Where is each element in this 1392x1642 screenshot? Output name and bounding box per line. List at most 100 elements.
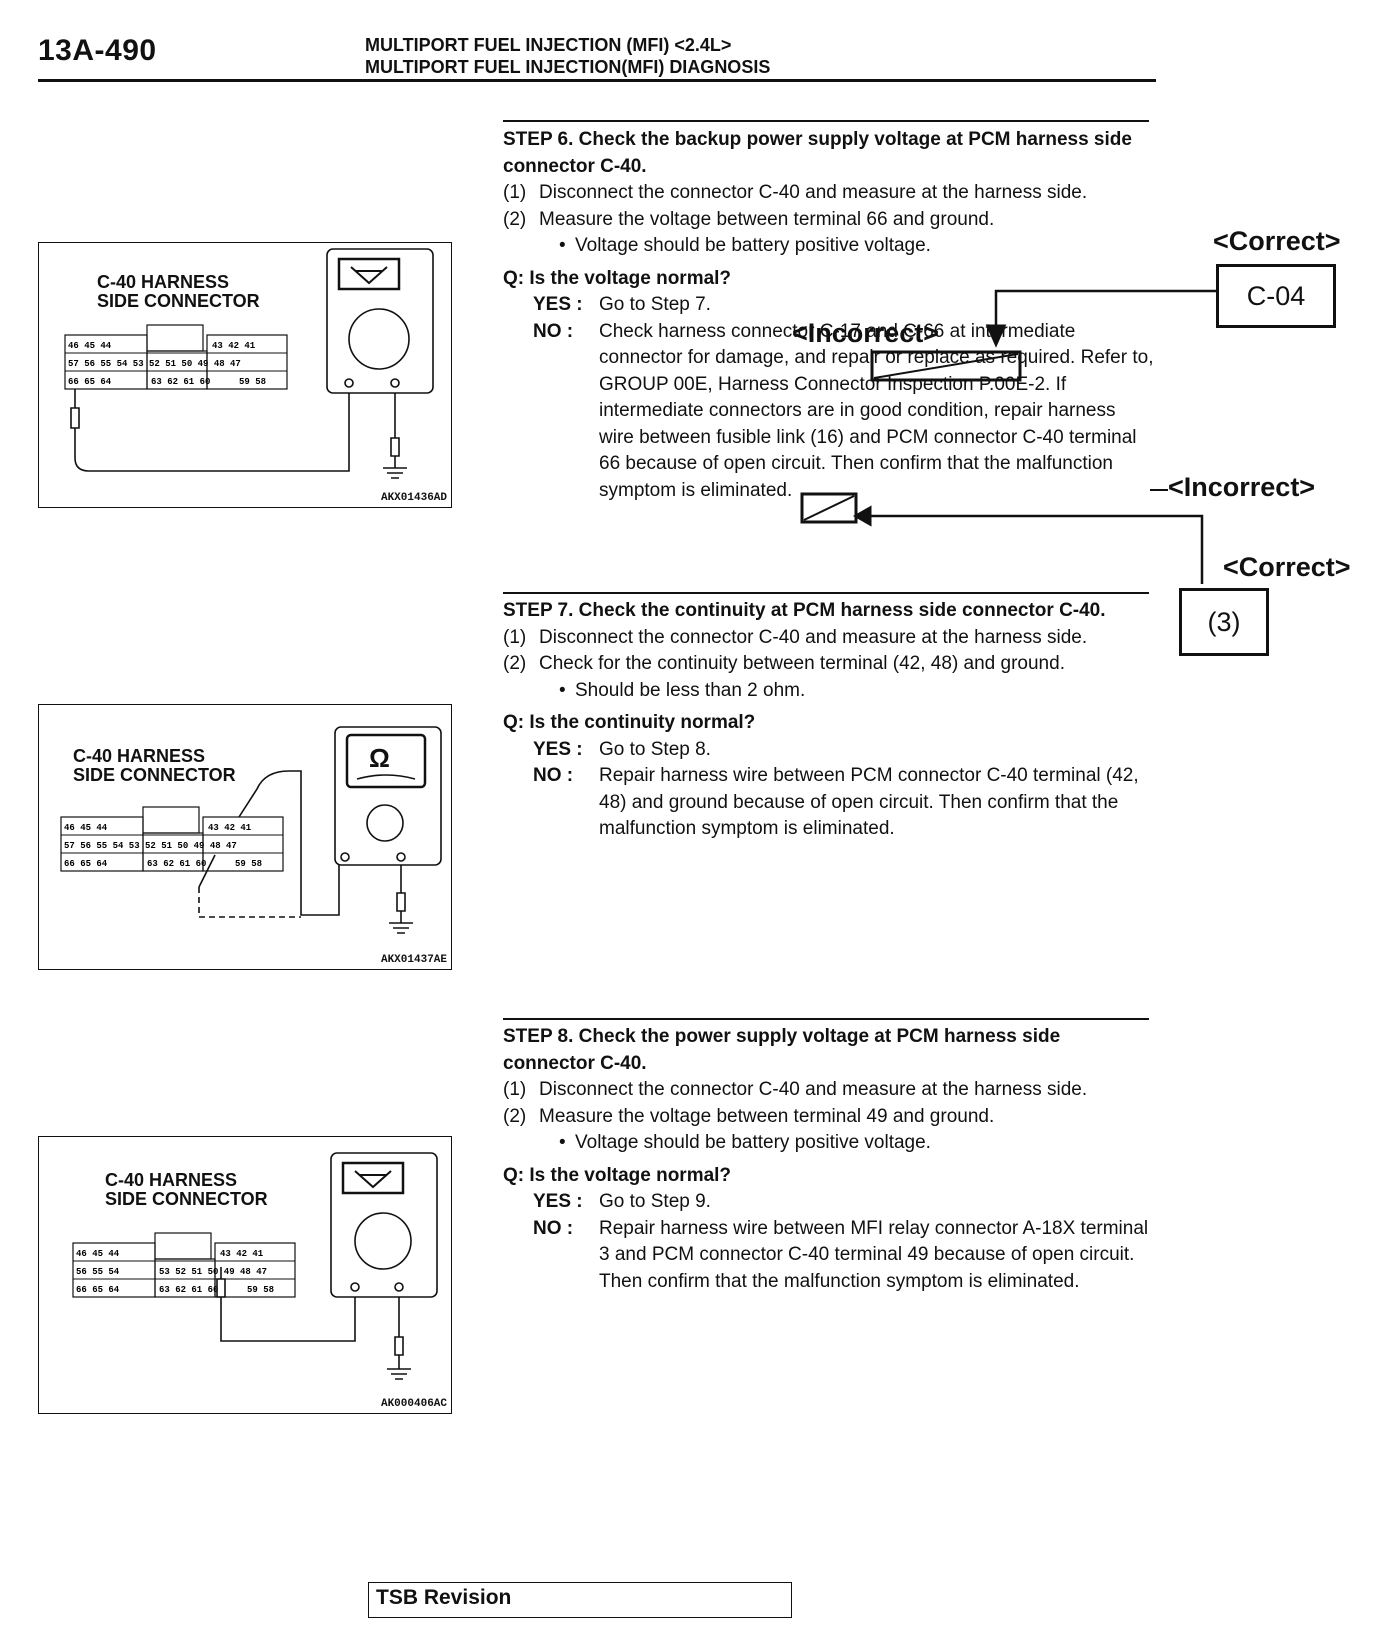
no-text: Check harness connector C-17 and C-66 at… (599, 320, 1154, 501)
figure-caption-line1: C-40 HARNESS (97, 272, 230, 292)
item-number: (2) (503, 653, 527, 674)
svg-text:63 62 61 60: 63 62 61 60 (159, 1285, 218, 1295)
svg-text:43 42 41: 43 42 41 (208, 823, 252, 833)
no-text: Repair harness wire between PCM connecto… (599, 765, 1139, 839)
svg-text:59 58: 59 58 (247, 1285, 274, 1295)
incorrect-label-1: <Incorrect> (792, 318, 940, 348)
bullet-dot: • (559, 235, 566, 256)
step8-yes: YES : Go to Step 9. (503, 1189, 1155, 1216)
tsb-revision-box (368, 1582, 792, 1618)
callout-leader (866, 514, 1204, 584)
connector-diagram: 46 45 44 43 42 41 56 55 54 53 52 51 50 49 … (72, 1152, 438, 1380)
no-label: NO : (533, 320, 574, 342)
strikeout-line (873, 353, 1019, 379)
section-title-line2: MULTIPORT FUEL INJECTION(MFI) DIAGNOSIS (365, 57, 771, 77)
multimeter-voltmeter-icon (326, 248, 434, 394)
step8-block: STEP 8. Check the power supply voltage a… (503, 1024, 1155, 1295)
step7-item-1: (1)Disconnect the connector C-40 and mea… (503, 625, 1155, 652)
step8-item-1: (1)Disconnect the connector C-40 and mea… (503, 1077, 1155, 1104)
arrowhead-icon (852, 505, 872, 527)
step7-yes: YES :Go to Step 8. (503, 737, 1155, 764)
no-label: NO : (533, 765, 574, 786)
figure-power-voltage: C-40 HARNESS SIDE CONNECTOR 46 45 44 43 4… (38, 1136, 452, 1414)
yes-label: YES : (533, 1191, 583, 1212)
yes-text: Go to Step 7. (599, 294, 711, 315)
figure-caption-line1: C-40 HARNESS (105, 1170, 238, 1190)
item-text: Disconnect the connector C-40 and measur… (539, 626, 1088, 648)
item-number: (1) (503, 1079, 527, 1100)
step6-yes: YES : Go to Step 7. (503, 292, 1155, 319)
yes-label: YES : (533, 294, 583, 315)
svg-text:43 42 41: 43 42 41 (220, 1249, 264, 1259)
incorrect-highlight-box (800, 492, 858, 524)
step6-title: STEP 6. Check the backup power supply vo… (503, 129, 1132, 177)
correct-label-2: <Correct> (1223, 552, 1351, 582)
section-title: MULTIPORT FUEL INJECTION (MFI) <2.4L> MU… (365, 34, 770, 78)
svg-text:43 42 41: 43 42 41 (212, 341, 256, 351)
yes-text: Go to Step 9. (599, 1191, 711, 1212)
figure-caption-line2: SIDE CONNECTOR (73, 765, 236, 785)
test-lead-wire (70, 389, 407, 479)
step8-bullet: •Voltage should be battery positive volt… (503, 1130, 1155, 1157)
item-text: Disconnect the connector C-40 and measur… (539, 182, 1088, 203)
incorrect-highlight-box (870, 350, 1022, 382)
correct-label-1: <Correct> (1213, 226, 1341, 256)
step7-no: NO : Repair harness wire between PCM conn… (503, 763, 1155, 843)
step8-title: STEP 8. Check the power supply voltage a… (503, 1026, 1061, 1074)
figure-caption: C-40 HARNESS SIDE CONNECTOR (105, 1171, 268, 1209)
svg-text:66 65 64: 66 65 64 (64, 859, 108, 869)
item-number: (2) (503, 1105, 527, 1127)
svg-text:59 58: 59 58 (235, 859, 262, 869)
no-text: Repair harness wire between MFI relay co… (599, 1217, 1149, 1292)
svg-text:66 65 64: 66 65 64 (76, 1285, 120, 1295)
figure-backup-voltage: C-40 HARNESS SIDE CONNECTOR 46 45 44 43 4… (38, 242, 452, 508)
item-text: Measure the voltage between terminal 66 … (539, 208, 995, 230)
harness-connector: 46 45 44 43 42 41 56 55 54 53 52 51 50 49 … (72, 1232, 296, 1298)
step7-question: Q: Is the continuity normal? (503, 712, 756, 733)
section-title-line1: MULTIPORT FUEL INJECTION (MFI) <2.4L> (365, 35, 732, 55)
svg-text:53 52 51 50 49 48 47: 53 52 51 50 49 48 47 (159, 1267, 267, 1277)
svg-text:63 62 61 60: 63 62 61 60 (151, 377, 210, 387)
correct-value-box-2: (3) (1179, 588, 1269, 656)
step6-item-2: (2) Measure the voltage between terminal … (503, 207, 1155, 234)
tsb-revision-label: TSB Revision (376, 1586, 512, 1609)
svg-text:46 45 44: 46 45 44 (68, 341, 112, 351)
multimeter-voltmeter-icon (330, 1152, 438, 1298)
svg-text:66 65 64: 66 65 64 (68, 377, 112, 387)
step6-no: NO : Check harness connector C-17 and C-6… (503, 319, 1155, 505)
test-lead-wire (198, 770, 413, 934)
step7-block: STEP 7. Check the continuity at PCM harn… (503, 598, 1155, 843)
svg-text:57 56 55 54 53 52 51 50 49 48: 57 56 55 54 53 52 51 50 49 48 47 (68, 359, 241, 369)
bullet-dot: • (559, 679, 566, 701)
step8-rule (503, 1018, 1149, 1020)
step7-item-2: (2) Check for the continuity between term… (503, 651, 1155, 678)
callout-leader (994, 289, 1216, 330)
figure-caption-line1: C-40 HARNESS (73, 746, 206, 766)
item-number: (2) (503, 208, 527, 230)
step8-item-2: (2)Measure the voltage between terminal … (503, 1104, 1155, 1131)
test-lead-wire (216, 1267, 411, 1380)
incorrect-label-2: <Incorrect> (1168, 472, 1316, 502)
yes-label: YES : (533, 738, 583, 760)
svg-text:Ω: Ω (369, 743, 390, 773)
multimeter-ohmmeter-icon: Ω (334, 726, 442, 866)
header-rule (38, 79, 1156, 82)
svg-text:46 45 44: 46 45 44 (76, 1249, 120, 1259)
item-text: Check for the continuity between termina… (539, 653, 1065, 674)
figure-caption: C-40 HARNESS SIDE CONNECTOR (73, 747, 236, 785)
svg-text:59 58: 59 58 (239, 377, 266, 387)
figure-caption: C-40 HARNESS SIDE CONNECTOR (97, 273, 260, 311)
figure-code: AK000406AC (380, 1398, 447, 1410)
svg-text:46 45 44: 46 45 44 (64, 823, 108, 833)
step6-rule (503, 120, 1149, 122)
strikeout-line (803, 495, 855, 521)
figure-continuity: C-40 HARNESS SIDE CONNECTOR 46 45 44 43 4… (38, 704, 452, 970)
item-number: (1) (503, 182, 527, 203)
correct-value-box-1: C-04 (1216, 264, 1336, 328)
figure-caption-line2: SIDE CONNECTOR (105, 1189, 268, 1209)
bullet-text: Voltage should be battery positive volta… (575, 235, 931, 256)
step6-item-1: (1) Disconnect the connector C-40 and mea… (503, 180, 1155, 207)
svg-text:56 55 54: 56 55 54 (76, 1267, 120, 1277)
